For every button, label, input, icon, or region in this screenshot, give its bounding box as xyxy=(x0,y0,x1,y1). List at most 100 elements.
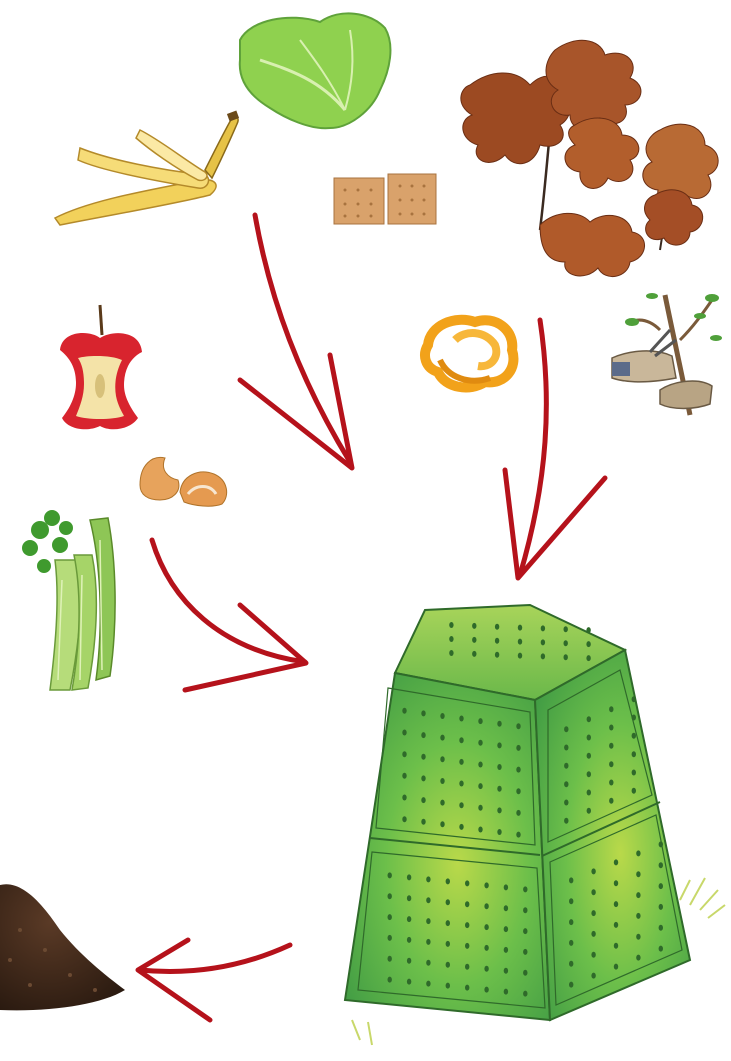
bin-vent-hole xyxy=(504,947,508,953)
bin-vent-hole xyxy=(569,877,573,883)
bin-vent-hole xyxy=(388,872,392,878)
bin-vent-hole xyxy=(564,763,568,769)
bin-vent-hole xyxy=(478,762,482,768)
bin-vent-hole xyxy=(426,960,430,966)
bin-vent-hole xyxy=(569,898,573,904)
bin-vent-hole xyxy=(614,943,618,949)
bin-vent-hole xyxy=(516,723,520,729)
bin-vent-hole xyxy=(632,696,636,702)
bin-vent-hole xyxy=(659,883,663,889)
bin-vent-hole xyxy=(609,798,613,804)
bin-vent-hole xyxy=(614,859,618,865)
bin-vent-hole xyxy=(421,754,425,760)
bin-vent-hole xyxy=(504,989,508,995)
bin-vent-hole xyxy=(609,706,613,712)
bin-vent-hole xyxy=(523,928,527,934)
bin-vent-hole xyxy=(459,716,463,722)
bin-vent-hole xyxy=(484,945,488,951)
bin-vent-hole xyxy=(636,934,640,940)
bin-vent-hole xyxy=(591,931,595,937)
arrow-top-center-head xyxy=(240,355,352,468)
bin-vent-hole xyxy=(504,968,508,974)
bin-vent-hole xyxy=(478,740,482,746)
bin-vent-hole xyxy=(632,788,636,794)
bin-vent-hole xyxy=(587,753,591,759)
arrow-bottom-head xyxy=(138,940,210,1020)
bin-vent-hole xyxy=(459,759,463,765)
bin-vent-hole xyxy=(472,623,476,629)
bin-vent-hole xyxy=(569,982,573,988)
bin-vent-hole xyxy=(591,868,595,874)
bin-vent-hole xyxy=(587,808,591,814)
bin-vent-hole xyxy=(636,955,640,961)
bin-vent-hole xyxy=(587,735,591,741)
bin-vent-hole xyxy=(426,876,430,882)
bin-vent-hole xyxy=(449,622,453,628)
bin-vent-hole xyxy=(446,983,450,989)
bin-vent-hole xyxy=(504,905,508,911)
bin-vent-hole xyxy=(636,871,640,877)
soil-pile-icon xyxy=(0,884,125,1010)
bin-vent-hole xyxy=(586,641,590,647)
orange-peel-icon xyxy=(425,320,513,388)
bin-vent-hole xyxy=(407,979,411,985)
bin-vent-hole xyxy=(659,904,663,910)
bin-vent-hole xyxy=(591,973,595,979)
bin-vent-hole xyxy=(569,919,573,925)
bin-vent-hole xyxy=(614,964,618,970)
bin-vent-hole xyxy=(614,901,618,907)
celery-icon xyxy=(22,510,115,690)
arrow-top-center xyxy=(255,215,350,462)
bin-vent-hole xyxy=(407,916,411,922)
bin-vent-hole xyxy=(497,829,501,835)
bin-vent-hole xyxy=(388,914,392,920)
bin-vent-hole xyxy=(564,781,568,787)
bin-vent-hole xyxy=(388,956,392,962)
bin-vent-hole xyxy=(516,810,520,816)
crackers-icon xyxy=(334,174,436,224)
bin-vent-hole xyxy=(587,771,591,777)
bin-vent-hole xyxy=(636,892,640,898)
bin-vent-hole xyxy=(523,991,527,997)
bin-vent-hole xyxy=(446,962,450,968)
bin-vent-hole xyxy=(659,925,663,931)
bin-vent-hole xyxy=(478,783,482,789)
bin-vent-hole xyxy=(632,715,636,721)
bin-vent-hole xyxy=(636,850,640,856)
bin-vent-hole xyxy=(564,626,568,632)
bin-vent-hole xyxy=(516,832,520,838)
bin-vent-hole xyxy=(518,625,522,631)
bin-vent-hole xyxy=(402,795,406,801)
bin-vent-hole xyxy=(440,735,444,741)
bin-vent-hole xyxy=(497,721,501,727)
bin-vent-hole xyxy=(518,639,522,645)
bin-vent-hole xyxy=(465,880,469,886)
bin-vent-hole xyxy=(472,651,476,657)
bin-vent-hole xyxy=(586,655,590,661)
bin-vent-hole xyxy=(388,893,392,899)
bin-vent-hole xyxy=(495,652,499,658)
bin-vent-hole xyxy=(440,756,444,762)
bin-vent-hole xyxy=(516,788,520,794)
bin-vent-hole xyxy=(484,966,488,972)
bin-vent-hole xyxy=(478,718,482,724)
bin-vent-hole xyxy=(609,761,613,767)
bin-vent-hole xyxy=(609,780,613,786)
bin-vent-hole xyxy=(478,805,482,811)
bin-vent-hole xyxy=(541,653,545,659)
bin-vent-hole xyxy=(407,958,411,964)
bin-vent-hole xyxy=(504,926,508,932)
bin-vent-hole xyxy=(449,636,453,642)
arrow-top-right xyxy=(520,320,546,575)
bin-vent-hole xyxy=(446,920,450,926)
bin-vent-hole xyxy=(504,884,508,890)
bin-vent-hole xyxy=(569,940,573,946)
bin-vent-hole xyxy=(421,819,425,825)
pruning-shears-icon xyxy=(612,293,722,415)
bin-vent-hole xyxy=(659,862,663,868)
bin-vent-hole xyxy=(440,821,444,827)
bin-vent-hole xyxy=(449,650,453,656)
bin-vent-hole xyxy=(440,713,444,719)
bin-vent-hole xyxy=(407,895,411,901)
bin-vent-hole xyxy=(478,827,482,833)
